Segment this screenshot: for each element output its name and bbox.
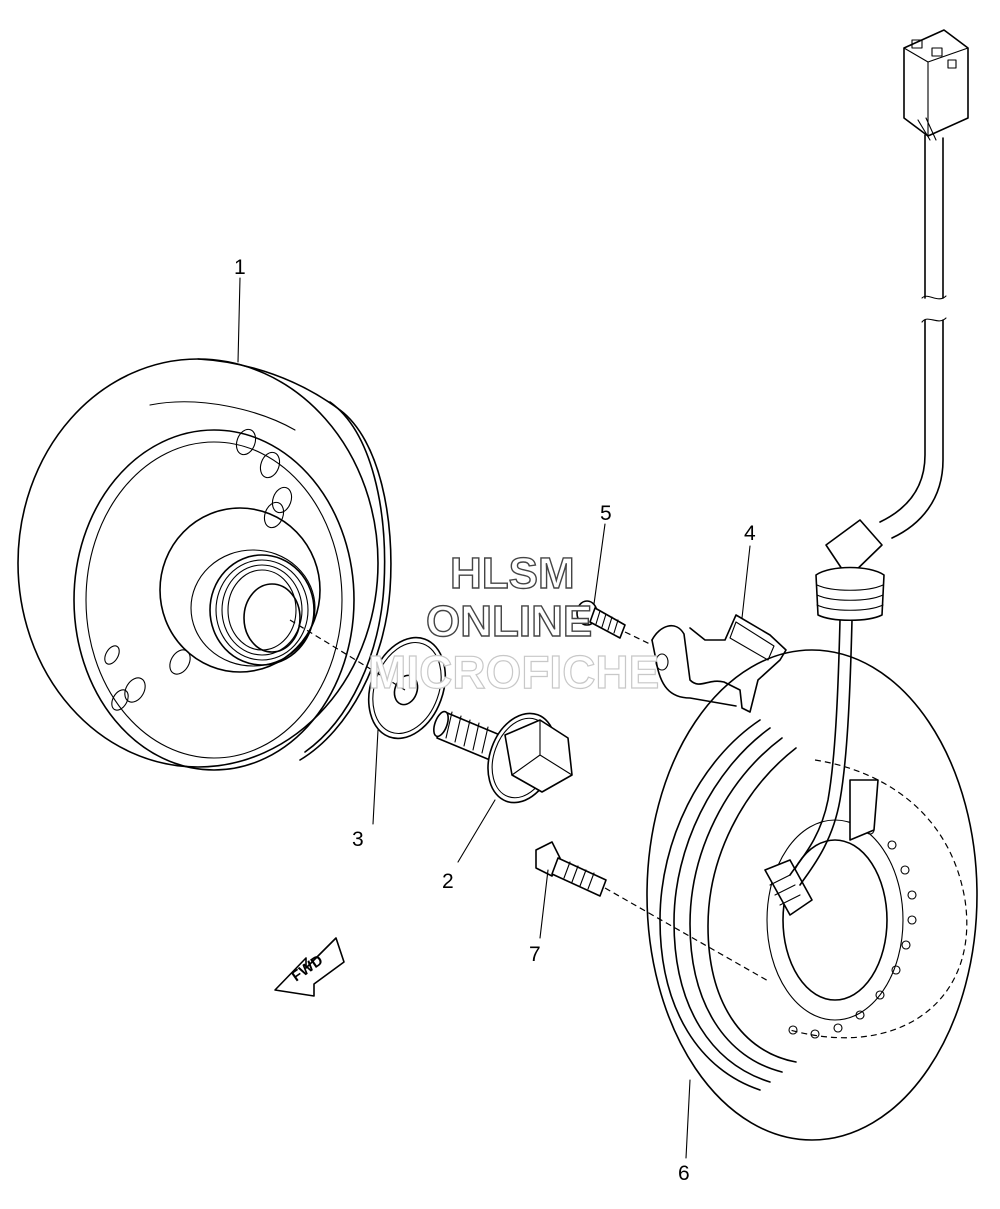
callout-4: 4 xyxy=(744,522,756,545)
flywheel-rotor xyxy=(17,358,392,771)
wire-harness xyxy=(815,29,969,621)
callout-5: 5 xyxy=(600,502,612,525)
flange-bolt xyxy=(433,710,573,804)
callout-labels: 1 2 3 4 5 6 7 xyxy=(234,256,756,1185)
washer xyxy=(367,636,447,740)
callout-3: 3 xyxy=(352,828,364,851)
watermark-line-1: HLSM xyxy=(450,549,575,598)
fwd-direction-arrow: FWD xyxy=(274,937,345,997)
bolt xyxy=(535,841,607,897)
watermark-line-2: ONLINE xyxy=(426,597,592,646)
center-lines xyxy=(289,619,771,983)
screw xyxy=(576,600,626,639)
callout-7: 7 xyxy=(529,943,541,966)
clamp xyxy=(651,614,787,713)
watermark-line-3: MICROFICHE xyxy=(368,646,659,698)
watermark: HLSM ONLINE MICROFICHE xyxy=(367,548,660,698)
stator-assembly xyxy=(646,619,978,1141)
callout-1: 1 xyxy=(234,256,246,279)
callout-2: 2 xyxy=(442,870,454,893)
leader-lines xyxy=(237,277,751,1159)
callout-6: 6 xyxy=(678,1162,690,1185)
